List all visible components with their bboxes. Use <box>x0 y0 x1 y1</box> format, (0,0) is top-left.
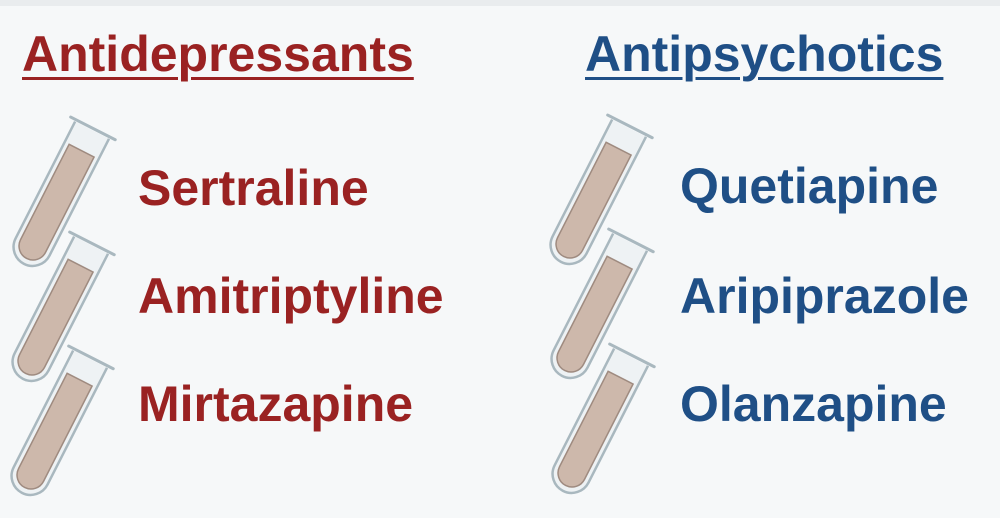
drug-name-aripiprazole: Aripiprazole <box>680 268 969 324</box>
drug-name-amitriptyline: Amitriptyline <box>138 268 444 324</box>
top-divider <box>0 0 1000 6</box>
drug-name-sertraline: Sertraline <box>138 160 369 216</box>
drug-name-quetiapine: Quetiapine <box>680 158 939 214</box>
antidepressants-heading: Antidepressants <box>22 26 414 82</box>
drug-name-mirtazapine: Mirtazapine <box>138 376 414 432</box>
drug-name-olanzapine: Olanzapine <box>680 376 947 432</box>
antipsychotics-heading: Antipsychotics <box>585 26 944 82</box>
